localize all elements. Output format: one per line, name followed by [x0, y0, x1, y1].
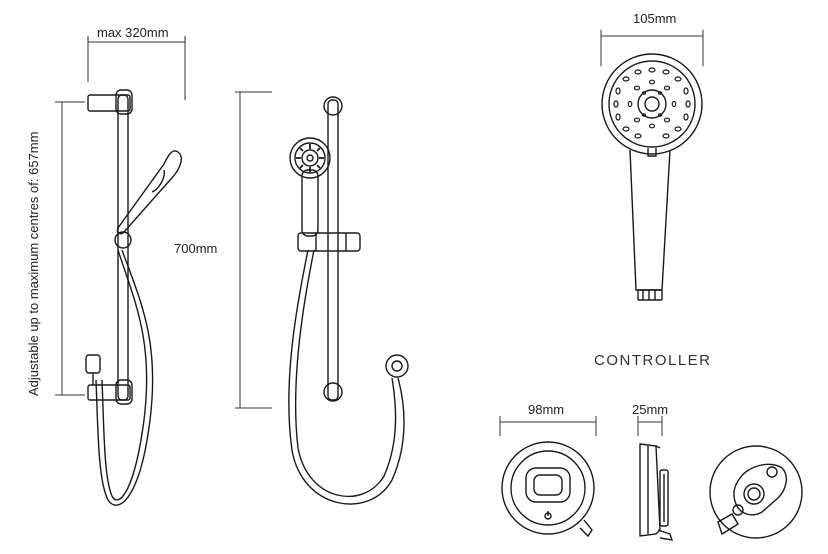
mount-port-bottom [732, 504, 744, 516]
handset-side [116, 150, 182, 235]
max-width-label: max 320mm [97, 25, 169, 40]
top-bracket [87, 94, 131, 112]
head-width-label: 105mm [633, 11, 677, 26]
controller-width-label: 98mm [528, 402, 565, 417]
rail-side-view [55, 36, 186, 506]
controller-display [525, 467, 571, 503]
handset-detail [600, 30, 704, 301]
mount-port-top [766, 466, 778, 478]
hose-side [95, 249, 154, 506]
controller-front [499, 416, 597, 538]
mount-port-large [743, 483, 765, 505]
hose-connector [637, 289, 663, 301]
slider-front [297, 232, 361, 252]
hose-front [288, 249, 405, 505]
controller-depth-label: 25mm [632, 402, 669, 417]
spray-nozzles [613, 67, 691, 139]
rail-length-label: 700mm [174, 241, 218, 256]
rail-front-view [235, 91, 409, 505]
handset-handle-front [301, 169, 319, 237]
bottom-end-cap [323, 382, 343, 402]
head-width-dimension [600, 30, 704, 66]
wall-outlet [385, 354, 409, 378]
spray-face [601, 53, 703, 155]
spray-face-front [289, 137, 331, 179]
controller-title: CONTROLLER [594, 352, 712, 369]
top-end-cap [323, 96, 343, 116]
controller-width-dimension [499, 416, 597, 436]
handset-body [629, 149, 671, 291]
controller-depth-dimension [637, 416, 663, 436]
rail-length-dimension [235, 91, 272, 409]
bottom-bracket [87, 384, 131, 401]
controller-side [637, 416, 674, 541]
adjustable-dimension [55, 101, 85, 396]
adjustable-label: Adjustable up to maximum centres of: 657… [26, 131, 41, 396]
controller-back [709, 445, 803, 539]
max-width-dimension [87, 36, 186, 100]
riser-rail-front [327, 99, 339, 401]
